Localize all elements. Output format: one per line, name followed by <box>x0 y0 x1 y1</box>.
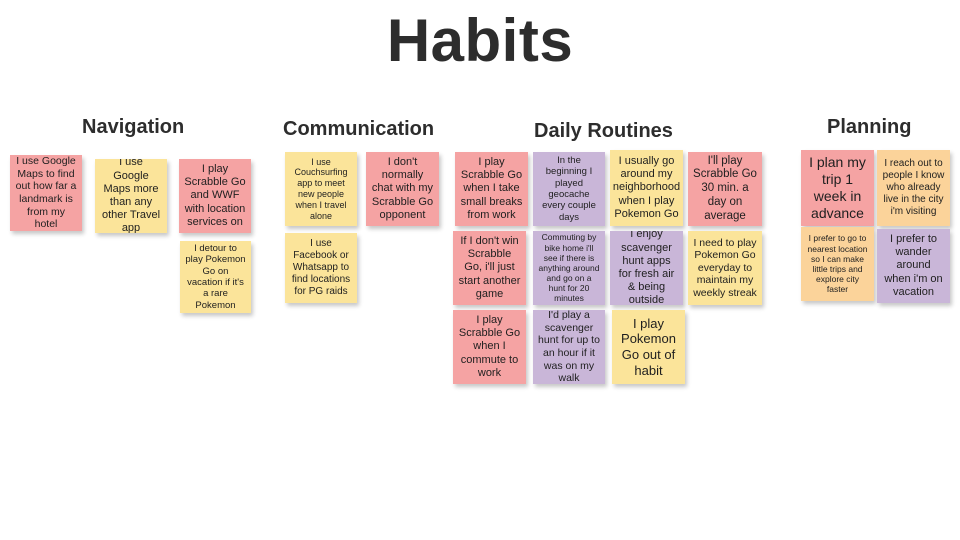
sticky-note[interactable]: I usually go around my neighborhood when… <box>610 150 683 226</box>
sticky-note[interactable]: I use Google Maps more than any other Tr… <box>95 159 167 233</box>
sticky-note[interactable]: I reach out to people I know who already… <box>877 150 950 226</box>
sticky-note[interactable]: I prefer to go to nearest location so I … <box>801 227 874 301</box>
sticky-note[interactable]: I detour to play Pokemon Go on vacation … <box>180 241 251 313</box>
sticky-note[interactable]: I use Couchsurfing app to meet new peopl… <box>285 152 357 226</box>
sticky-note[interactable]: I need to play Pokemon Go everyday to ma… <box>688 231 762 305</box>
sticky-note[interactable]: I use Google Maps to find out how far a … <box>10 155 82 231</box>
sticky-note[interactable]: If I don't win Scrabble Go, i'll just st… <box>453 231 526 305</box>
sticky-note[interactable]: I plan my trip 1 week in advance <box>801 150 874 226</box>
sticky-note[interactable]: I prefer to wander around when i'm on va… <box>877 229 950 303</box>
sticky-note[interactable]: I enjoy scavenger hunt apps for fresh ai… <box>610 231 683 305</box>
sticky-note[interactable]: I don't normally chat with my Scrabble G… <box>366 152 439 226</box>
sticky-note[interactable]: Commuting by bike home i'll see if there… <box>533 231 605 305</box>
category-communication-heading: Communication <box>283 118 435 140</box>
sticky-note[interactable]: I play Scrabble Go when I take small bre… <box>455 152 528 226</box>
category-planning-heading: Planning <box>827 116 912 138</box>
sticky-note[interactable]: In the beginning I played geocache every… <box>533 152 605 226</box>
sticky-note[interactable]: I play Scrabble Go when I commute to wor… <box>453 310 526 384</box>
sticky-note[interactable]: I play Scrabble Go and WWF with location… <box>179 159 251 233</box>
category-daily-routines-heading: Daily Routines <box>534 120 673 142</box>
board-title: Habits <box>386 7 574 74</box>
sticky-note[interactable]: I use Facebook or Whatsapp to find locat… <box>285 233 357 303</box>
sticky-note[interactable]: I'd play a scavenger hunt for up to an h… <box>533 310 605 384</box>
category-navigation-heading: Navigation <box>82 116 185 138</box>
sticky-note[interactable]: I play Pokemon Go out of habit <box>612 310 685 384</box>
sticky-note[interactable]: I'll play Scrabble Go 30 min. a day on a… <box>688 152 762 226</box>
